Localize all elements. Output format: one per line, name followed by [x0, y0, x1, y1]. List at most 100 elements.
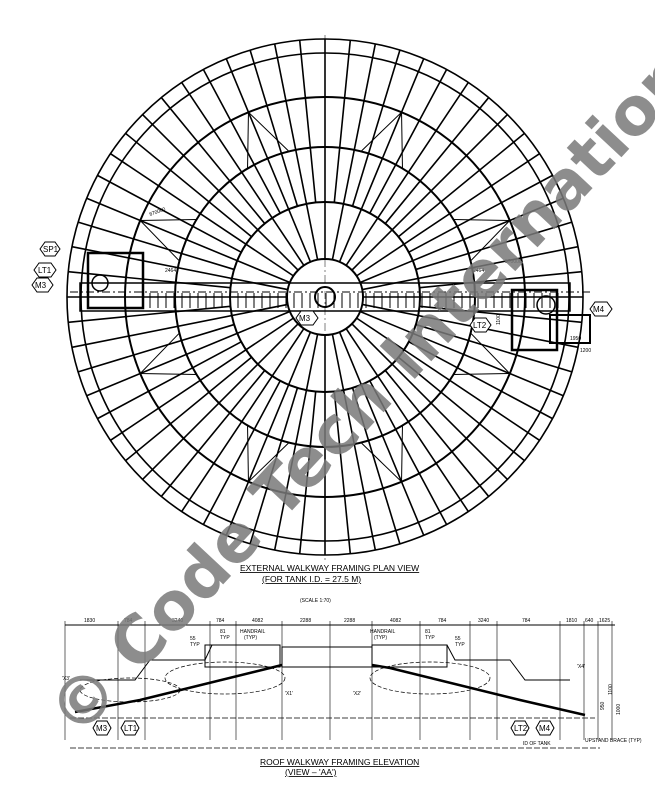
handrail-typ: (TYP) — [244, 635, 257, 641]
rafter — [68, 305, 231, 324]
bracing — [247, 111, 290, 169]
rafter — [351, 387, 401, 545]
elevation-title: ROOF WALKWAY FRAMING ELEVATION — [260, 757, 419, 767]
watermark: © Code Tech International — [33, 0, 655, 751]
bracing — [139, 332, 197, 375]
dim-diag-right: 870000 — [505, 259, 522, 265]
detail-callout: 'X1' — [285, 691, 293, 697]
tag-lt2: LT2 — [469, 317, 492, 333]
platform-left-upper — [204, 644, 281, 668]
detail-x3 — [79, 677, 181, 703]
dimension-label: 640 — [585, 618, 594, 624]
elevation-view — [64, 621, 615, 749]
note-upstand-brace: UPSTAND BRACE (TYP) — [585, 738, 642, 744]
right-dimension: 950 — [600, 701, 606, 710]
rafter — [180, 82, 305, 266]
svg-text:M4: M4 — [593, 305, 605, 314]
dimension-label: 1830 — [84, 618, 95, 624]
detail-callout: 'X4' — [577, 664, 585, 670]
tag-label: LT2 — [514, 724, 528, 733]
rafter — [249, 49, 299, 207]
dimension-label: 784 — [124, 618, 133, 624]
rafter — [351, 114, 508, 271]
rafter — [359, 197, 564, 284]
stair-left — [74, 663, 283, 714]
plan-view — [66, 35, 591, 560]
rafter — [415, 323, 573, 373]
plan-tags: SP1 LT1 M3 LT2 M4 M3 2464 2464 870000 87… — [31, 206, 613, 354]
detail-callout: 'X2' — [353, 691, 361, 697]
rafter — [249, 387, 299, 545]
right-dimension: 1100 — [608, 684, 614, 695]
tag-hexagon — [535, 720, 555, 736]
rafter — [419, 270, 582, 289]
rafter — [333, 391, 352, 554]
rafter — [142, 114, 299, 271]
rafter — [225, 58, 312, 263]
rafter — [331, 334, 377, 551]
rafter — [338, 331, 425, 536]
bracing — [360, 111, 403, 169]
tag-hexagon — [120, 720, 140, 736]
tag-hexagon — [510, 720, 530, 736]
dim-1100: 1100 — [496, 314, 502, 325]
rafter — [359, 310, 564, 397]
plan-subtitle: (FOR TANK I.D. = 27.5 M) — [262, 574, 361, 584]
rafter — [415, 221, 573, 271]
right-dimension: 1000 — [616, 704, 622, 715]
rafter — [397, 132, 525, 238]
tag-label: M3 — [96, 724, 108, 733]
rafter — [110, 317, 294, 442]
rafter — [333, 40, 352, 203]
dim-1950: 1950 — [570, 336, 581, 342]
dimension-label: 784 — [522, 618, 531, 624]
stair-right — [549, 314, 591, 344]
rafter — [86, 197, 291, 284]
bracing — [139, 219, 197, 262]
svg-text:M3: M3 — [299, 314, 311, 323]
stair-right — [371, 663, 586, 717]
rafter — [77, 323, 235, 373]
bracing — [360, 425, 403, 483]
note-id-of-tank: ID OF TANK — [523, 741, 551, 747]
rafter — [125, 356, 253, 462]
rafter — [97, 341, 242, 420]
tag-label: LT1 — [124, 724, 138, 733]
dimension-label: 4082 — [252, 618, 263, 624]
dim-1200: 1200 — [580, 348, 591, 354]
rafter — [384, 97, 490, 225]
rafter — [338, 58, 425, 263]
dimension-label: 2288 — [300, 618, 311, 624]
rafter — [110, 152, 294, 277]
tag-m3-left: M3 — [31, 277, 54, 293]
tag-m4: M4 — [589, 301, 613, 317]
typ-label: TYP — [190, 642, 200, 648]
bracing — [453, 332, 511, 375]
typ-value: 55 — [455, 636, 461, 642]
handrail-right — [446, 644, 570, 681]
rafter — [86, 310, 291, 397]
rafter — [273, 43, 319, 260]
rafter — [331, 43, 377, 260]
dimension-label: 1625 — [599, 618, 610, 624]
rafter — [125, 132, 253, 238]
rafter — [180, 328, 305, 512]
tag-sp1: SP1 — [39, 241, 61, 257]
rafter — [351, 323, 508, 480]
rafter — [369, 69, 448, 214]
rafter — [408, 341, 553, 420]
rafter — [345, 82, 470, 266]
detail-x1 — [164, 661, 286, 695]
rafter — [345, 328, 470, 512]
tag-lt1: LT1 — [33, 262, 57, 278]
dimension-label: 784 — [438, 618, 447, 624]
rafter — [397, 356, 525, 462]
handrail-label: HANDRAIL — [240, 629, 266, 635]
rafter — [408, 174, 553, 253]
typ-label: TYP — [425, 635, 435, 641]
handrail-left — [80, 644, 213, 681]
rafter — [68, 270, 231, 289]
svg-text:LT1: LT1 — [38, 266, 52, 275]
rafter — [369, 380, 448, 525]
bracing — [247, 425, 290, 483]
